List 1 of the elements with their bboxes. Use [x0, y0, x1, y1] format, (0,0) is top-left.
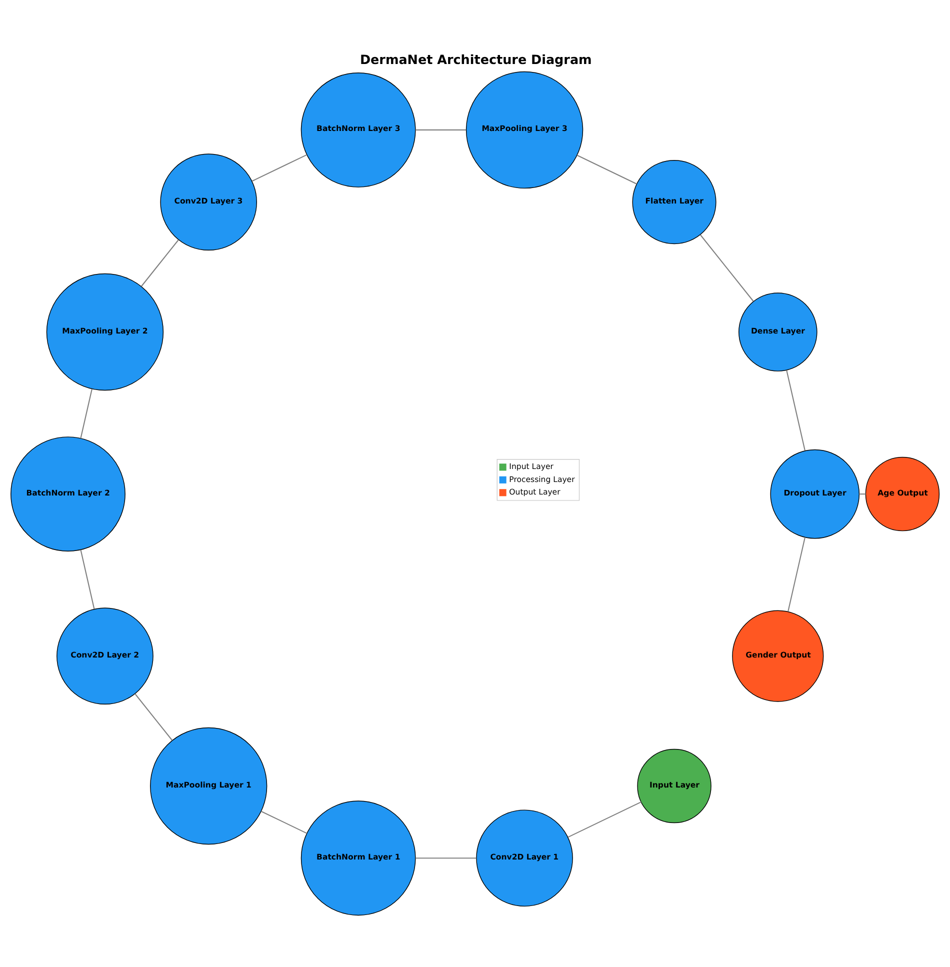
diagram-title: DermaNet Architecture Diagram [360, 53, 592, 68]
